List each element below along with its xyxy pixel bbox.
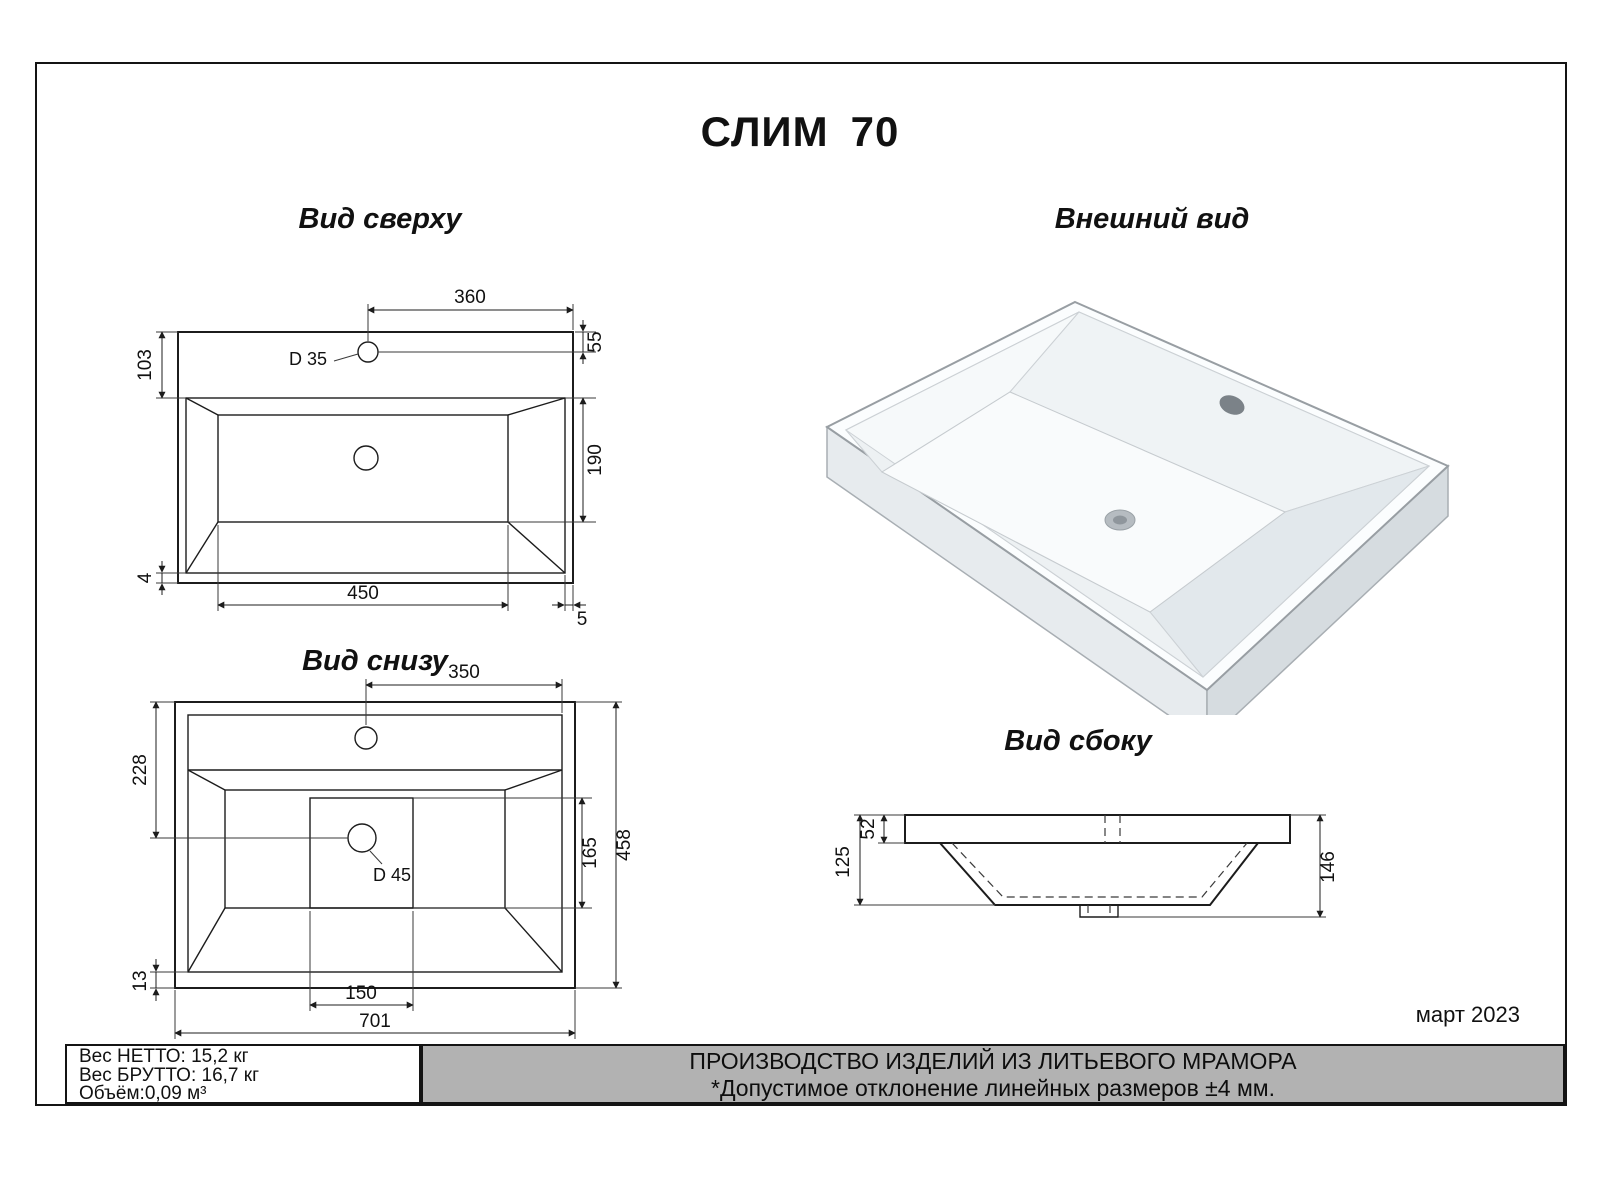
page-title: СЛИМ 70 (0, 108, 1600, 156)
bottom-view-outline (174, 701, 576, 989)
dim-150: 150 (345, 983, 377, 1004)
dim-13: 13 (130, 970, 151, 991)
model-size: 70 (850, 108, 900, 155)
production-line2: *Допустимое отклонение линейных размеров… (711, 1075, 1275, 1101)
bottom-view-label: Вид снизу (302, 645, 448, 677)
top-view-label: Вид сверху (298, 203, 462, 235)
dim-146: 146 (1318, 851, 1339, 883)
date-note: март 2023 (1415, 1002, 1520, 1027)
side-view-outline (904, 814, 1291, 918)
bottom-view-dimensions: 350 D 45 228 165 458 13 (130, 662, 635, 1039)
production-bar: ПРОИЗВОДСТВО ИЗДЕЛИЙ ИЗ ЛИТЬЕВОГО МРАМОР… (421, 1044, 1565, 1104)
weight-info-box: Вес НЕТТО: 15,2 кг Вес БРУТТО: 16,7 кг О… (65, 1044, 421, 1104)
dim-458: 458 (614, 829, 635, 861)
dim-701: 701 (359, 1011, 391, 1032)
faucet-hole (357, 341, 379, 363)
dim-350: 350 (448, 662, 480, 683)
sink-3d-render (825, 300, 1450, 715)
dim-d35: D 35 (289, 349, 327, 369)
dim-55: 55 (585, 331, 606, 352)
page-border (35, 62, 1567, 1106)
dim-450: 450 (347, 583, 379, 604)
dim-52: 52 (858, 818, 879, 839)
drain-hole (353, 445, 379, 471)
top-view-outline (177, 331, 574, 584)
side-view-dimensions: 52 125 146 (833, 814, 1339, 918)
dim-4: 4 (135, 572, 156, 583)
side-view-drawing: 52 125 146 (833, 814, 1339, 918)
dim-190: 190 (585, 444, 606, 476)
dim-360: 360 (454, 287, 486, 308)
top-view-drawing: 360 D 35 55 103 190 4 (135, 287, 606, 630)
model-name: СЛИМ (700, 108, 829, 155)
external-view-label: Внешний вид (1054, 203, 1250, 235)
drain-recess-square (309, 797, 414, 909)
faucet-hole-bottom (354, 726, 378, 750)
drain-hole-bottom (347, 823, 377, 853)
net-weight: Вес НЕТТО: 15,2 кг (79, 1046, 249, 1067)
top-view-dimensions: 360 D 35 55 103 190 4 (135, 287, 606, 630)
faucet-hole-3d (1219, 395, 1245, 415)
dim-103: 103 (135, 349, 156, 381)
dim-228: 228 (130, 754, 151, 786)
production-line1: ПРОИЗВОДСТВО ИЗДЕЛИЙ ИЗ ЛИТЬЕВОГО МРАМОР… (689, 1048, 1297, 1074)
drain-hole-center (1113, 515, 1127, 525)
volume: Объём:0,09 м³ (79, 1083, 207, 1104)
side-view-label: Вид сбоку (1004, 725, 1152, 757)
dim-d45: D 45 (373, 865, 411, 885)
dim-165: 165 (580, 837, 601, 869)
drain-stub (1079, 905, 1119, 918)
gross-weight: Вес БРУТТО: 16,7 кг (79, 1064, 260, 1086)
bottom-view-drawing: 350 D 45 228 165 458 13 (130, 662, 635, 1039)
external-view-drawing (825, 300, 1450, 715)
dim-125: 125 (833, 846, 854, 878)
dim-5: 5 (577, 609, 588, 630)
